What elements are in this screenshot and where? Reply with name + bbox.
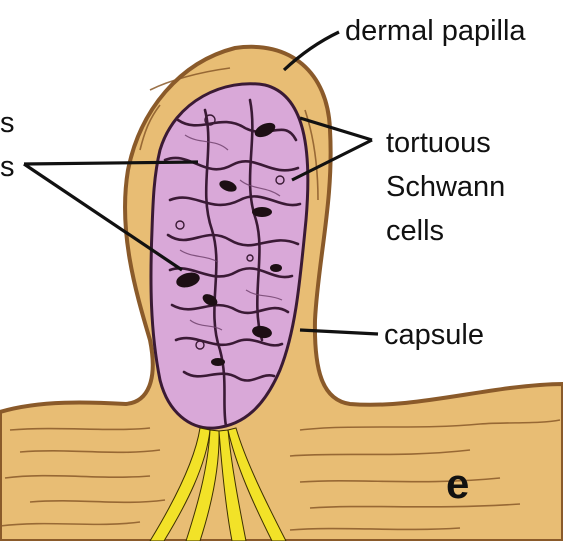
nucleus xyxy=(211,358,225,366)
leader-dermal-papilla xyxy=(284,32,339,70)
nucleus xyxy=(252,207,272,217)
label-capsule: capsule xyxy=(384,319,484,351)
nucleus xyxy=(270,264,282,272)
label-left-partial-1: s xyxy=(0,107,15,139)
label-left-partial-2: s xyxy=(0,151,15,183)
panel-letter: e xyxy=(446,460,469,507)
label-schwann: Schwann xyxy=(386,171,505,203)
label-dermal-papilla: dermal papilla xyxy=(345,15,526,47)
leader-left-1 xyxy=(24,162,198,164)
label-tortuous: tortuous xyxy=(386,127,491,159)
label-cells: cells xyxy=(386,215,444,247)
